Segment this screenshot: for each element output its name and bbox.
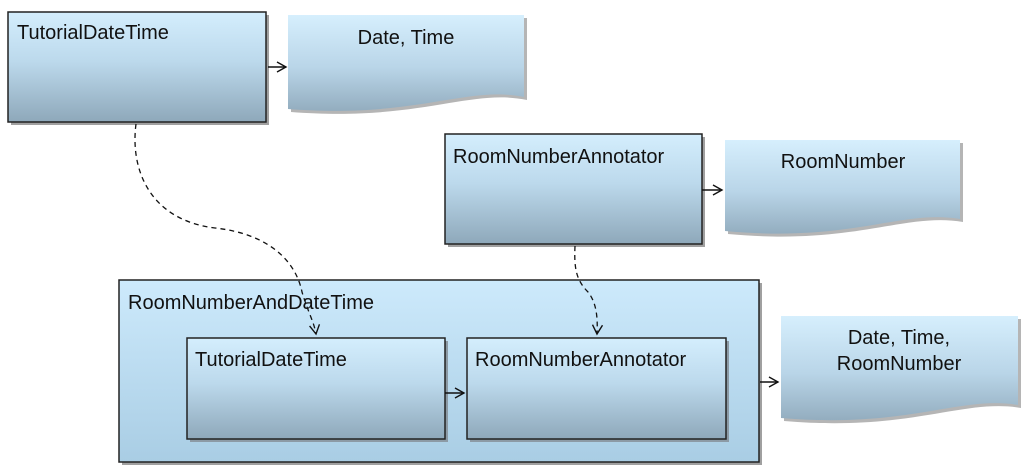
top-room-annotator-label: RoomNumberAnnotator bbox=[453, 146, 665, 168]
output-date-time-text: Date, Time bbox=[358, 27, 455, 49]
top-date-time-component[interactable]: TutorialDateTime bbox=[7, 11, 269, 125]
dashed-connector-date-time bbox=[134, 123, 321, 336]
output-combined-text-line1: Date, Time, bbox=[848, 327, 950, 349]
top-date-time-label: TutorialDateTime bbox=[17, 22, 169, 44]
output-room-number-text: RoomNumber bbox=[781, 151, 906, 173]
dashed-connector-room-annotator bbox=[574, 245, 604, 336]
inner-date-time-label: TutorialDateTime bbox=[195, 349, 347, 371]
inner-room-annotator-component[interactable]: RoomNumberAnnotator bbox=[466, 337, 729, 442]
output-date-time-doc: Date, Time bbox=[288, 15, 527, 114]
inner-room-annotator-label: RoomNumberAnnotator bbox=[475, 349, 687, 371]
top-room-annotator-component[interactable]: RoomNumberAnnotator bbox=[444, 133, 705, 247]
output-combined-doc: Date, Time, RoomNumber bbox=[781, 316, 1021, 424]
aggregate-label: RoomNumberAndDateTime bbox=[128, 292, 374, 314]
output-room-number-doc: RoomNumber bbox=[725, 140, 963, 237]
inner-date-time-component[interactable]: TutorialDateTime bbox=[186, 337, 448, 442]
output-combined-text-line2: RoomNumber bbox=[837, 353, 962, 375]
